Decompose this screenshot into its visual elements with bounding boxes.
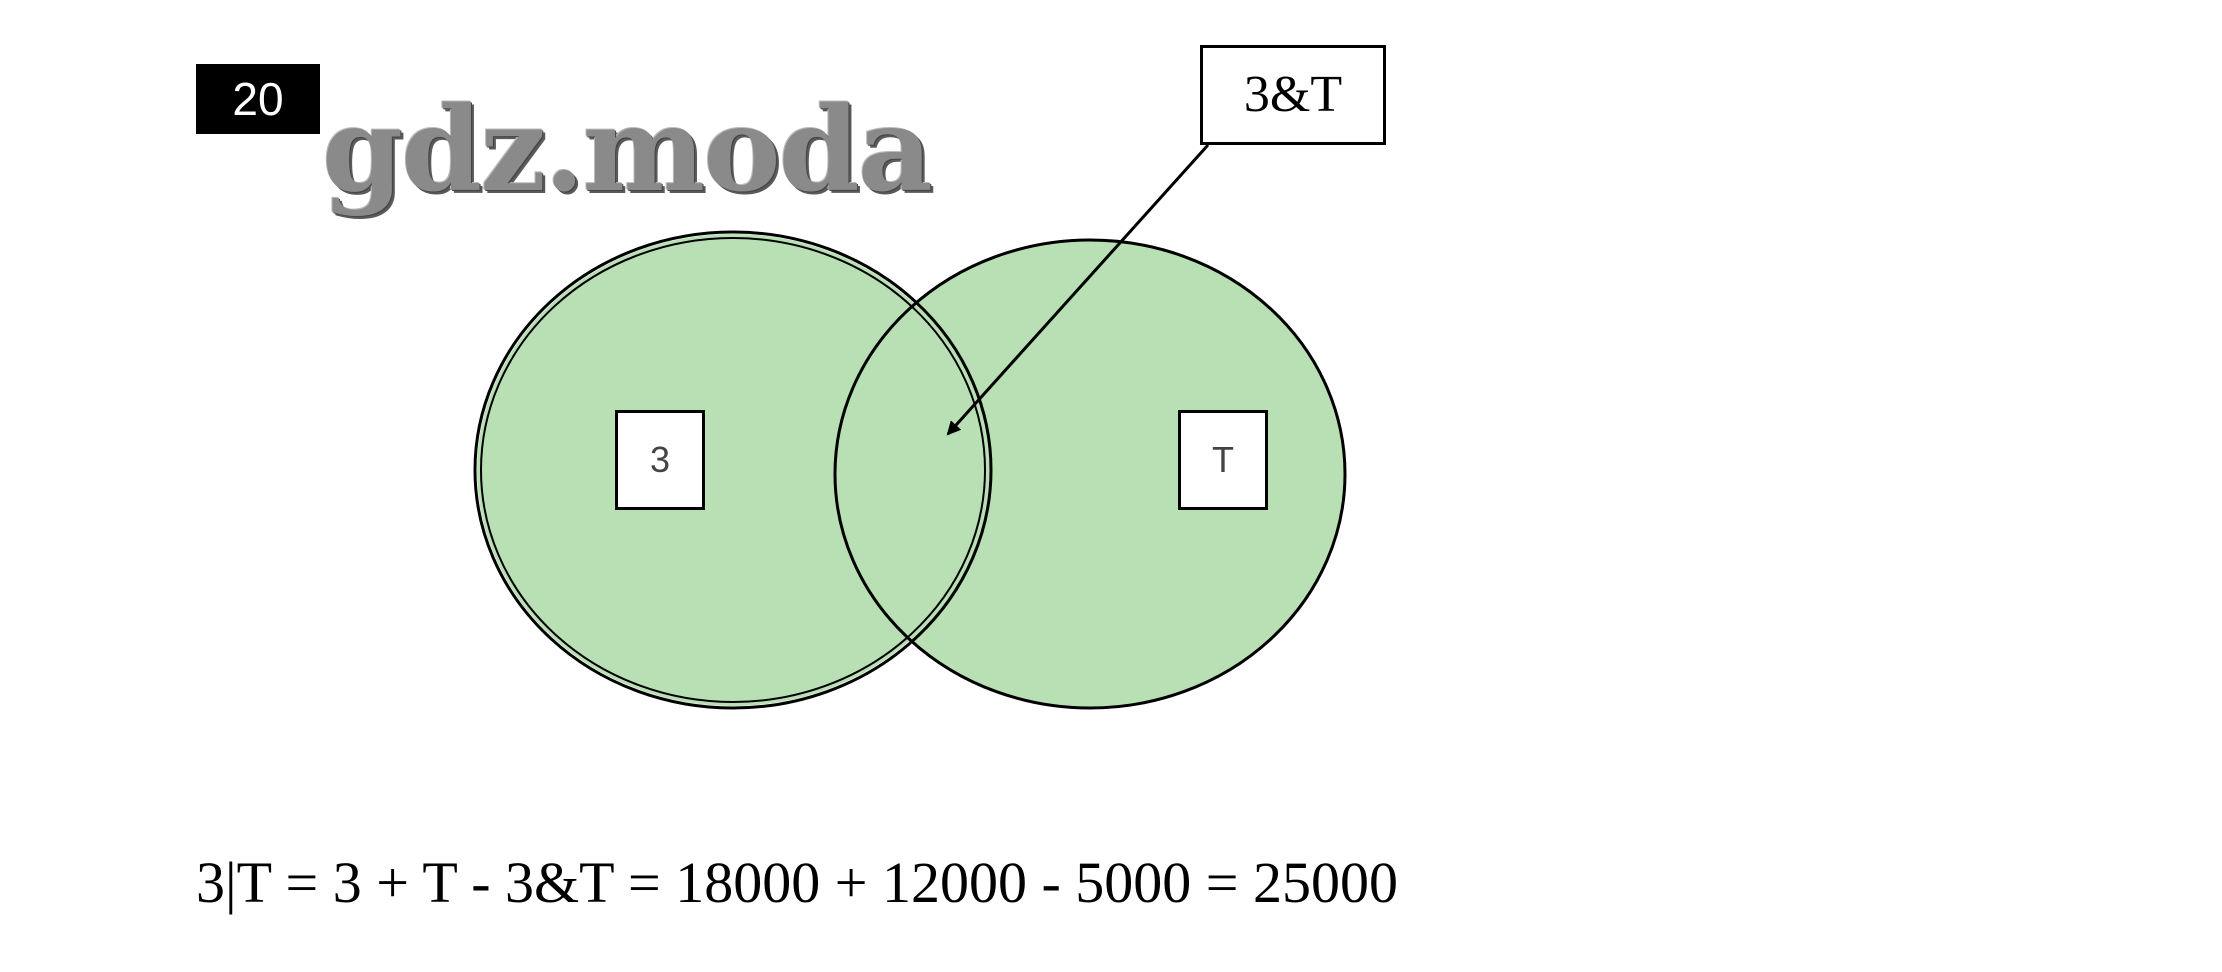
left-set-label: 3 bbox=[615, 410, 705, 510]
watermark-logo: gdz.moda bbox=[322, 82, 933, 218]
right-circle-outline bbox=[833, 238, 1347, 710]
left-circle-outline-outer bbox=[473, 230, 993, 710]
intersection-callout: 3&T bbox=[1200, 45, 1386, 145]
union-formula: 3|T = 3 + T - 3&T = 18000 + 12000 - 5000… bbox=[196, 850, 1398, 915]
right-circle-fill bbox=[835, 240, 1345, 708]
left-circle-fill bbox=[477, 234, 989, 706]
intersection-arrow bbox=[946, 143, 1210, 436]
problem-number-badge: 20 bbox=[196, 64, 320, 134]
right-set-label: T bbox=[1178, 410, 1268, 510]
left-circle-outline-inner bbox=[480, 237, 986, 703]
